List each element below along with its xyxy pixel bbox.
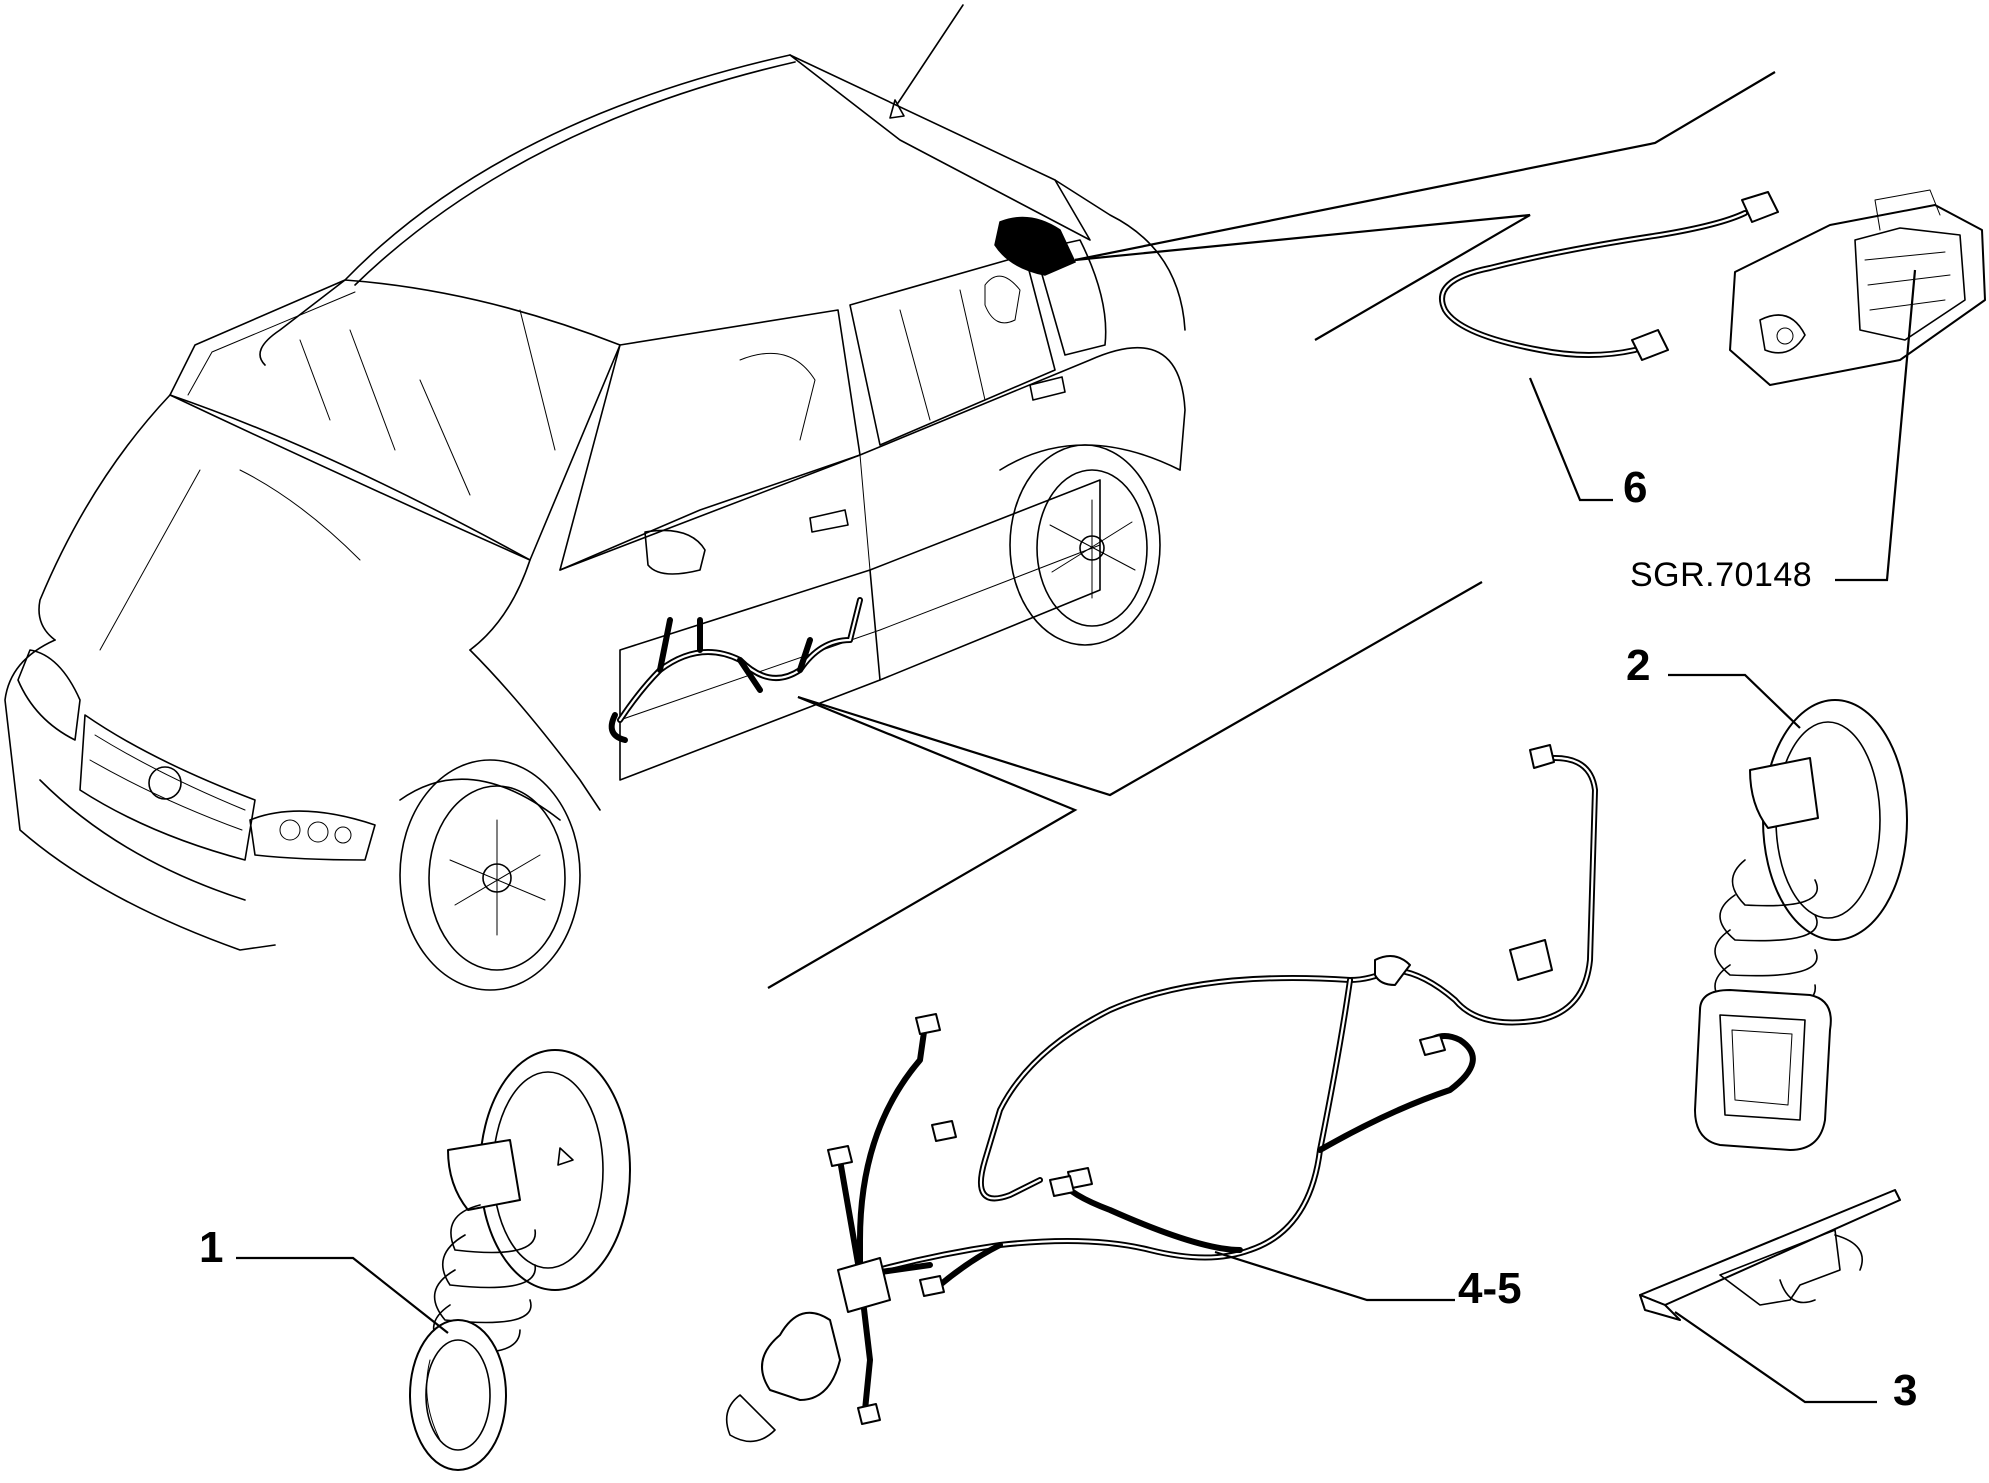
part-6-latch-cable (1439, 191, 1779, 361)
part-2-grommet (1694, 699, 1908, 1151)
part-1-grommet (409, 1049, 631, 1471)
part-4-5-door-harness (725, 744, 1598, 1443)
callout-1: 1 (199, 1223, 224, 1272)
callout-4-5: 4-5 (1458, 1264, 1522, 1313)
callout-3: 3 (1893, 1366, 1918, 1415)
callout-6: 6 (1623, 463, 1648, 512)
callout-2: 2 (1626, 641, 1651, 690)
car-illustration (4, 4, 1186, 991)
callout-leaders (236, 269, 1917, 1404)
rear-door-lock-assembly (1729, 189, 1986, 386)
car-leader-lines (767, 71, 1776, 989)
part-3-clip (1639, 1189, 1901, 1321)
reference-code: SGR.70148 (1630, 556, 1813, 594)
